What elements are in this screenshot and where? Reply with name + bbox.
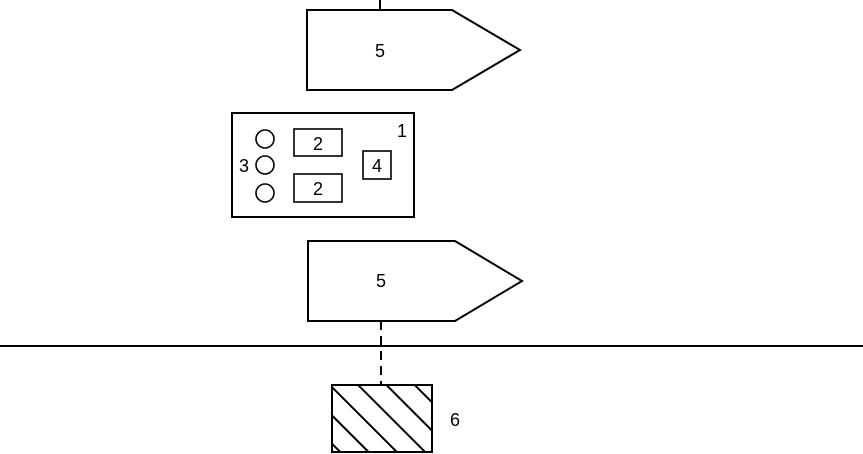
circle-bottom	[255, 183, 275, 203]
upper-pentagon	[306, 9, 522, 91]
upper-pentagon-label: 5	[375, 41, 385, 61]
bottom-rect-label: 2	[313, 179, 323, 199]
top-rect	[293, 128, 343, 157]
board-label: 1	[397, 121, 407, 141]
hatched-block	[331, 384, 433, 453]
circles-label: 3	[239, 156, 249, 176]
bottom-rect	[293, 173, 343, 203]
top-rect-label: 2	[313, 134, 323, 154]
small-square	[362, 150, 392, 180]
hatched-block-label: 6	[450, 410, 460, 430]
lower-pentagon	[307, 240, 524, 322]
small-square-label: 4	[372, 156, 382, 176]
circle-top	[255, 129, 275, 149]
lower-pentagon-label: 5	[376, 271, 386, 291]
circle-middle	[255, 155, 275, 175]
